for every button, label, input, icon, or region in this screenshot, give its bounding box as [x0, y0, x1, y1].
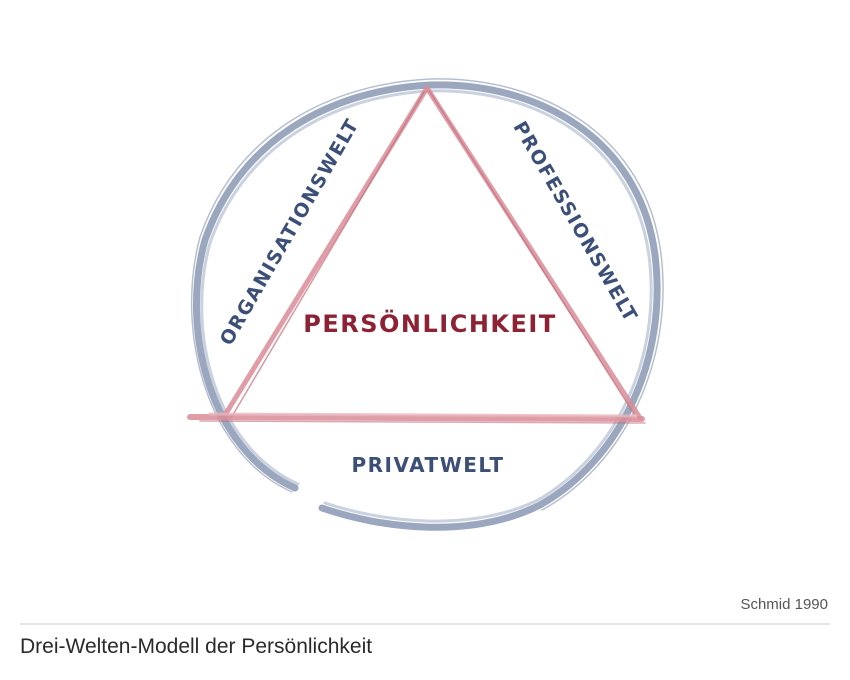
- three-worlds-diagram: ORGANISATIONSWELT PROFESSIONSWELT PERSÖN…: [187, 78, 664, 531]
- triangle: [187, 85, 646, 424]
- bottom-world-label: PRIVATWELT: [352, 453, 505, 477]
- outer-circle: [190, 78, 664, 531]
- center-label: PERSÖNLICHKEIT: [303, 308, 556, 338]
- source-citation: Schmid 1990: [740, 596, 828, 613]
- divider: [20, 623, 830, 625]
- right-world-label: PROFESSIONSWELT: [509, 118, 642, 327]
- figure-caption: Drei-Welten-Modell der Persönlichkeit: [20, 635, 373, 658]
